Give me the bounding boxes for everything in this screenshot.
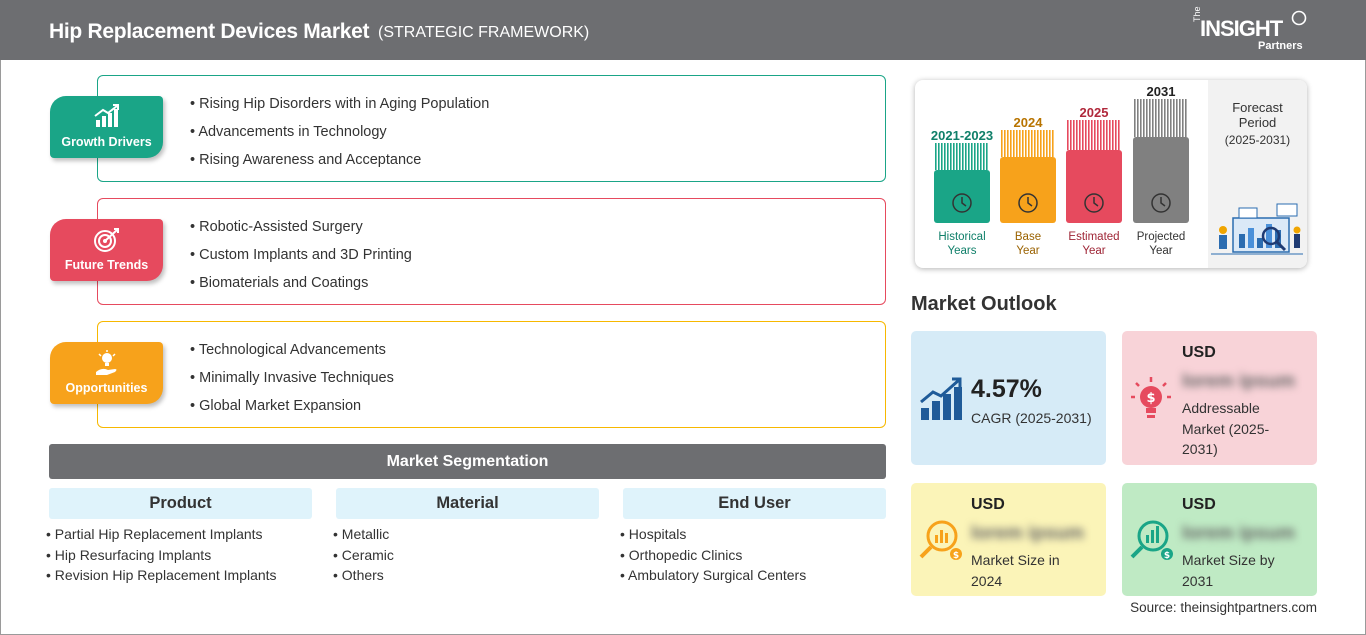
future-trends-label: Future Trends [64, 258, 149, 272]
market-size-2031-usd: USD [1182, 496, 1216, 513]
opportunities-badge: Opportunities [50, 342, 163, 404]
growth-driver-item: Rising Awareness and Acceptance [190, 152, 489, 180]
header-bar: Hip Replacement Devices Market (STRATEGI… [0, 0, 1366, 60]
timeline-bar-1 [1000, 130, 1056, 223]
timeline-caption-line: Base [1014, 231, 1042, 243]
history-icon [952, 193, 972, 213]
market-size-2031-value-blurred: lorem ipsum [1182, 523, 1295, 544]
future-trend-item: Robotic-Assisted Surgery [190, 219, 412, 247]
calendar-icon [1018, 193, 1038, 213]
segment-product-head: Product [49, 488, 312, 519]
timeline-bar-3 [1133, 99, 1189, 223]
segment-item: Partial Hip Replacement Implants [46, 526, 312, 547]
svg-text:$: $ [1146, 391, 1155, 406]
market-size-2024-tile: USD lorem ipsum Market Size in 2024 $ [911, 483, 1106, 596]
page-title: Hip Replacement Devices Market [49, 20, 370, 43]
segment-item: Ambulatory Surgical Centers [620, 567, 886, 588]
future-trend-item: Custom Implants and 3D Printing [190, 247, 412, 275]
timeline-bars-graphic [934, 99, 1189, 223]
addressable-value-blurred: lorem ipsum [1182, 371, 1295, 392]
market-size-2024-value-blurred: lorem ipsum [971, 523, 1084, 544]
segment-item: Hospitals [620, 526, 886, 547]
addressable-market-tile: USD lorem ipsum Addressable Market (2025… [1122, 331, 1317, 465]
market-segmentation-header: Market Segmentation [49, 444, 886, 479]
timeline-bar-2 [1066, 120, 1122, 223]
growth-bars-icon [920, 377, 962, 420]
segment-item: Metallic [333, 526, 599, 547]
svg-text:$: $ [1164, 551, 1170, 561]
timeline-caption-line: Year [1082, 245, 1106, 257]
market-outlook-title: Market Outlook [911, 293, 1057, 315]
timeline-year-0: 2021-2023 [930, 128, 994, 143]
analytics-illustration-icon [1211, 203, 1303, 255]
cagr-tile: 4.57% CAGR (2025-2031) [911, 331, 1106, 465]
timeline-caption-line: Year [1149, 245, 1173, 257]
magnifier-chart-icon: $ [919, 520, 962, 561]
segment-item: Revision Hip Replacement Implants [46, 567, 312, 588]
future-trends-badge: Future Trends [50, 219, 163, 281]
growth-drivers-badge: Growth Drivers [50, 96, 163, 158]
growth-chart-icon [94, 104, 119, 127]
segment-end-user: End User Hospitals Orthopedic Clinics Am… [623, 488, 886, 588]
projection-icon [1151, 193, 1171, 213]
timeline-caption-line: Years [947, 245, 977, 257]
svg-text:$: $ [953, 551, 959, 561]
timeline-bar-0 [934, 143, 990, 223]
segment-product: Product Partial Hip Replacement Implants… [49, 488, 312, 588]
segment-item: Others [333, 567, 599, 588]
dollar-bulb-icon: $ [1131, 377, 1171, 418]
growth-drivers-label: Growth Drivers [61, 135, 152, 149]
logo-bulb-icon [1291, 10, 1307, 26]
cagr-label: CAGR (2025-2031) [971, 410, 1092, 426]
timeline-year-3: 2031 [1146, 84, 1176, 99]
growth-driver-item: Advancements in Technology [190, 124, 489, 152]
opportunity-item: Minimally Invasive Techniques [190, 370, 394, 398]
cagr-value: 4.57% [971, 375, 1042, 403]
market-size-2031-label: Market Size by 2031 [1182, 552, 1275, 589]
page-subtitle: (STRATEGIC FRAMEWORK) [378, 24, 590, 41]
opportunities-card: Technological Advancements Minimally Inv… [97, 321, 886, 428]
forecast-period-title: Forecast Period [1232, 100, 1283, 130]
growth-drivers-card: Rising Hip Disorders with in Aging Popul… [97, 75, 886, 182]
timeline-caption-line: Projected [1136, 231, 1186, 243]
source-note: Source: theinsightpartners.com [1130, 600, 1317, 615]
segment-item: Orthopedic Clinics [620, 547, 886, 568]
timeline-caption-line: Historical [938, 231, 986, 243]
segment-material: Material Metallic Ceramic Others [336, 488, 599, 588]
segment-item: Ceramic [333, 547, 599, 568]
estimate-icon [1084, 193, 1104, 213]
segment-material-head: Material [336, 488, 599, 519]
insight-partners-logo[interactable]: The INSIGHT Partners [1192, 6, 1312, 54]
market-size-2024-usd: USD [971, 496, 1005, 513]
timeline-year-2: 2025 [1079, 105, 1109, 120]
addressable-label: Addressable Market (2025- 2031) [1182, 400, 1270, 457]
forecast-period-pane: Forecast Period (2025-2031) [1208, 80, 1307, 268]
timeline-caption-line: Year [1016, 245, 1040, 257]
opportunities-label: Opportunities [65, 381, 148, 395]
segment-end-user-head: End User [623, 488, 886, 519]
opportunity-item: Global Market Expansion [190, 398, 394, 426]
future-trends-card: Robotic-Assisted Surgery Custom Implants… [97, 198, 886, 305]
market-size-2031-tile: USD lorem ipsum Market Size by 2031 $ [1122, 483, 1317, 596]
forecast-period-range: (2025-2031) [1224, 133, 1291, 147]
future-trend-item: Biomaterials and Coatings [190, 275, 412, 303]
addressable-usd: USD [1182, 344, 1216, 361]
opportunity-item: Technological Advancements [190, 342, 394, 370]
growth-driver-item: Rising Hip Disorders with in Aging Popul… [190, 96, 489, 124]
market-size-2024-label: Market Size in 2024 [971, 552, 1060, 589]
segment-item: Hip Resurfacing Implants [46, 547, 312, 568]
target-icon [94, 228, 119, 252]
hand-bulb-icon [96, 350, 117, 375]
timeline-caption-line: Estimated [1068, 231, 1120, 243]
magnifier-growth-icon: $ [1130, 520, 1173, 561]
timeline-year-1: 2024 [1013, 115, 1043, 130]
